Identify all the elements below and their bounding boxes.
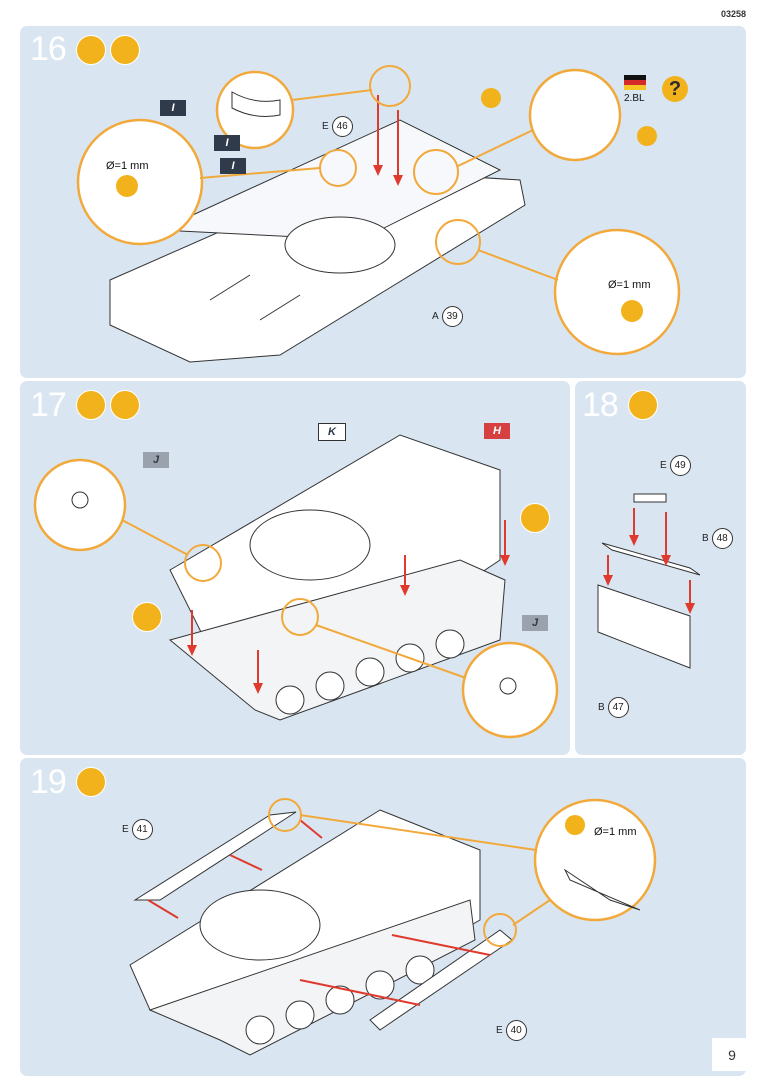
decal-j: J <box>522 615 548 631</box>
germany-flag-icon <box>624 75 646 90</box>
page-number: 9 <box>712 1038 752 1071</box>
decal-i: I <box>220 158 246 174</box>
decal-j: J <box>143 452 169 468</box>
track-assembly <box>148 899 476 1056</box>
drill-icon <box>621 300 643 322</box>
detail-circle <box>76 118 204 246</box>
decal-i: I <box>160 100 186 116</box>
assembly-arrow <box>229 854 263 871</box>
decal-k: K <box>318 423 346 441</box>
zoom-circle <box>184 544 222 582</box>
turret-ring <box>199 889 321 961</box>
assembly-arrow <box>299 979 421 1006</box>
part-49 <box>633 493 667 503</box>
glue-icon <box>110 35 140 65</box>
drill-icon <box>637 126 657 146</box>
drill-diameter-label: Ø=1 mm <box>106 160 149 172</box>
step-18-number: 18 <box>582 386 619 424</box>
assembly-arrow <box>299 819 323 839</box>
tape-icon <box>132 602 162 632</box>
assembly-arrow <box>147 899 179 919</box>
track-assembly <box>168 559 506 721</box>
step-18-panel <box>575 381 746 755</box>
part-41 <box>133 811 297 901</box>
paint-icon <box>76 35 106 65</box>
zoom-circle <box>369 65 411 107</box>
drill-icon <box>565 815 585 835</box>
step-17-number: 17 <box>30 386 67 424</box>
decal-i: I <box>214 135 240 151</box>
decal-h: H <box>484 423 510 439</box>
step-19-number: 19 <box>30 763 67 801</box>
step-16-number: 16 <box>30 30 67 68</box>
drill-icon <box>116 175 138 197</box>
zoom-circle <box>435 219 481 265</box>
detail-circle <box>533 798 657 922</box>
paint-icon <box>76 767 106 797</box>
turret-ring <box>249 509 371 581</box>
tape-icon <box>520 503 550 533</box>
part-48 <box>601 542 701 576</box>
paint-icon <box>628 390 658 420</box>
flag-label: 2.BL <box>624 93 645 104</box>
paint-icon <box>76 390 106 420</box>
detail-circle <box>553 228 681 356</box>
detail-circle <box>528 68 622 162</box>
glue-icon <box>110 390 140 420</box>
drill-icon <box>481 88 501 108</box>
zoom-circle <box>483 913 517 947</box>
drill-diameter-label: Ø=1 mm <box>608 279 651 291</box>
turret-opening <box>284 216 396 274</box>
document-number: 03258 <box>720 9 746 19</box>
part-47 <box>597 584 691 669</box>
help-icon: ? <box>662 76 688 102</box>
zoom-circle <box>281 598 319 636</box>
drill-diameter-label: Ø=1 mm <box>594 826 637 838</box>
assembly-arrow <box>391 934 491 956</box>
zoom-circle <box>413 149 459 195</box>
